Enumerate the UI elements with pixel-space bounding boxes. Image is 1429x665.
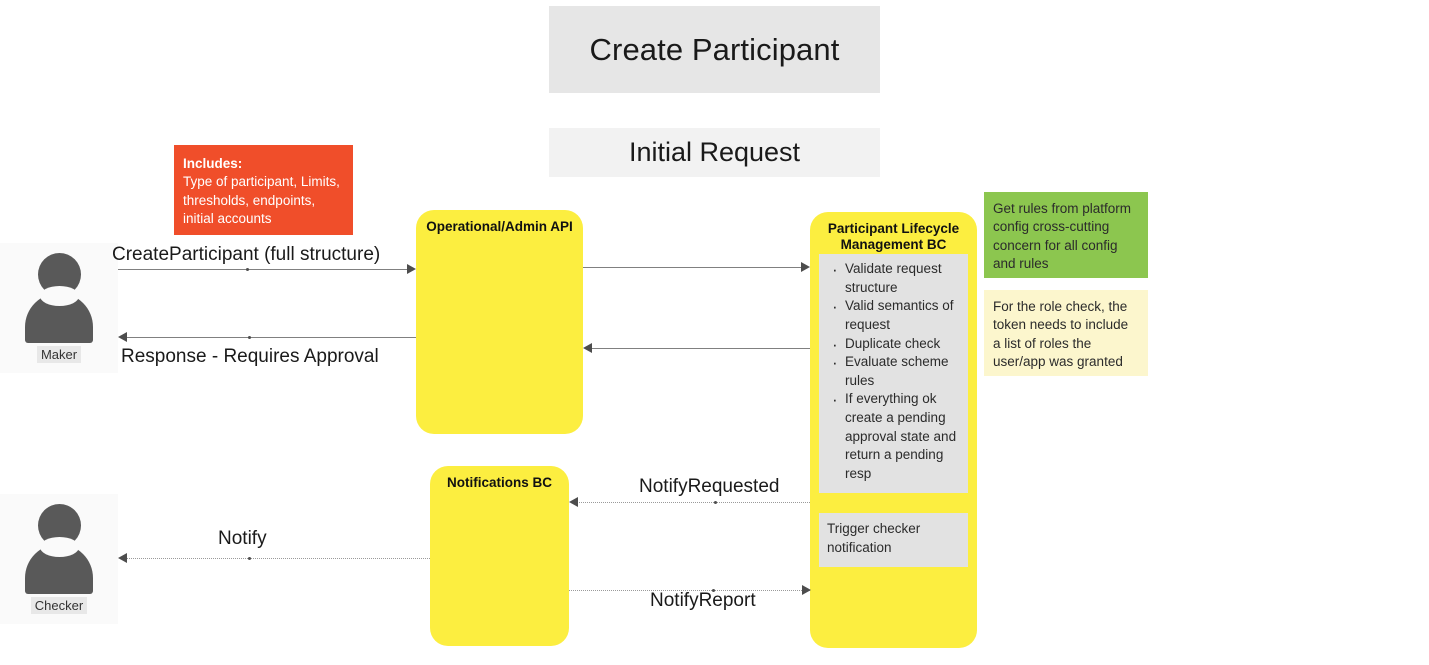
service-plm-title: Participant Lifecycle Management BC [810, 212, 977, 253]
actor-maker-label: Maker [36, 346, 82, 363]
arrowhead-left [583, 343, 592, 353]
arrowhead-left [118, 553, 127, 563]
edge-midpoint-dot [248, 556, 251, 560]
page-subtitle: Initial Request [549, 128, 880, 177]
service-plm-title-line1: Participant Lifecycle [827, 221, 960, 236]
note-includes-body: Type of participant, Limits, thresholds,… [183, 174, 340, 227]
edge-label-notify-report: NotifyReport [650, 590, 756, 611]
edge-line-create-participant [118, 269, 408, 270]
edge-line-response [126, 337, 416, 338]
edge-line-api-to-plm [583, 267, 803, 268]
note-includes-heading: Includes: [183, 156, 243, 171]
list-item: If everything ok create a pending approv… [832, 389, 960, 483]
note-platform-config-rules: Get rules from platform config cross-cut… [984, 192, 1148, 278]
edge-midpoint-dot [248, 335, 251, 339]
service-notifications-bc[interactable]: Notifications BC [430, 466, 569, 646]
note-role-check-token: For the role check, the token needs to i… [984, 290, 1148, 376]
actor-checker-label: Checker [30, 597, 88, 614]
person-icon [17, 253, 101, 345]
edge-line-notify [126, 558, 430, 559]
edge-line-plm-to-api [590, 348, 810, 349]
service-notifications-bc-title: Notifications BC [446, 475, 552, 490]
edge-label-response-requires-approval: Response - Requires Approval [121, 346, 379, 367]
edge-line-notify-requested [576, 502, 810, 503]
page-title: Create Participant [549, 6, 880, 93]
service-operational-admin-api[interactable]: Operational/Admin API [416, 210, 583, 434]
edge-label-notify-requested: NotifyRequested [639, 476, 780, 497]
edge-line-notify-report-left [569, 590, 810, 591]
plm-trigger-note: Trigger checker notification [819, 513, 968, 567]
list-item: Valid semantics of request [832, 296, 960, 334]
edge-midpoint-dot [712, 588, 715, 592]
arrowhead-left [118, 332, 127, 342]
edge-midpoint-dot [246, 267, 249, 271]
actor-maker[interactable]: Maker [0, 243, 118, 373]
list-item: Validate request structure [832, 259, 960, 297]
actor-checker[interactable]: Checker [0, 494, 118, 624]
service-plm-title-line2: Management BC [840, 237, 947, 253]
arrowhead-right [407, 264, 416, 274]
arrowhead-right [802, 585, 811, 595]
person-icon [17, 504, 101, 596]
edge-midpoint-dot [714, 500, 717, 504]
arrowhead-right [801, 262, 810, 272]
note-includes: Includes: Type of participant, Limits, t… [174, 145, 353, 235]
plm-checklist: Validate request structure Valid semanti… [819, 254, 968, 493]
list-item: Duplicate check [832, 334, 960, 355]
edge-label-create-participant: CreateParticipant (full structure) [112, 244, 381, 265]
service-operational-admin-api-title: Operational/Admin API [426, 219, 573, 234]
arrowhead-left [569, 497, 578, 507]
list-item: Evaluate scheme rules [832, 352, 960, 390]
edge-label-notify: Notify [218, 528, 267, 549]
